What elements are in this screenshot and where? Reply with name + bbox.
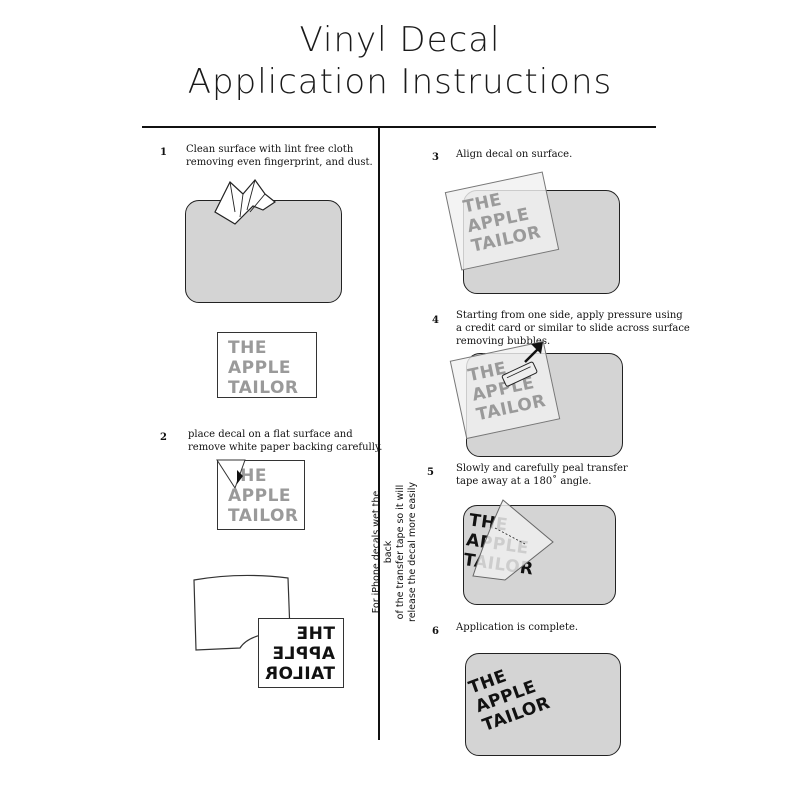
title-line-1: Vinyl Decal — [299, 20, 501, 60]
iphone-wet-tip-note: For iPhone decals wet the back of the tr… — [371, 482, 418, 622]
decal-text-tailor: TAILOR — [264, 664, 335, 684]
decal-text-the: THE — [228, 338, 267, 358]
decal-text-tailor: TAILOR — [228, 506, 299, 526]
step-2-number: 2 — [160, 432, 167, 443]
step-3-number: 3 — [432, 152, 439, 163]
credit-card-squeegee-icon — [501, 342, 543, 387]
decal-text-tailor: TAILOR — [228, 378, 299, 398]
step-6-number: 6 — [432, 626, 439, 637]
decal-text-apple: APPLE — [228, 358, 292, 378]
mirrored-decal-paper: THE APPLE TAILOR — [258, 618, 344, 688]
title-line-2: Application Instructions — [187, 62, 613, 102]
step-1-text: Clean surface with lint free cloth remov… — [186, 144, 373, 168]
step-5-text: Slowly and carefully peal transfer tape … — [456, 463, 628, 487]
step-1-surface-card — [185, 200, 342, 303]
step-4-text: Starting from one side, apply pressure u… — [456, 310, 690, 347]
cloth-icon — [214, 179, 277, 225]
step-2-text: place decal on a flat surface and remove… — [188, 429, 383, 453]
decal-text-apple: APPLE — [271, 644, 335, 664]
horizontal-divider — [142, 126, 656, 128]
step-5-number: 5 — [427, 467, 434, 478]
step-4-number: 4 — [432, 315, 439, 326]
step-6-surface-card — [465, 653, 621, 756]
peeling-transfer-tape-icon — [472, 499, 554, 581]
decal-text-the: THE — [296, 624, 335, 644]
vertical-divider — [378, 126, 380, 740]
step-6-text: Application is complete. — [456, 622, 579, 633]
step-1-number: 1 — [160, 147, 167, 158]
decal-on-backing-paper: THE APPLE TAILOR — [217, 332, 317, 398]
step-3-text: Align decal on surface. — [456, 149, 573, 160]
decal-text-apple: APPLE — [228, 486, 292, 506]
peeled-corner-icon — [216, 459, 246, 490]
